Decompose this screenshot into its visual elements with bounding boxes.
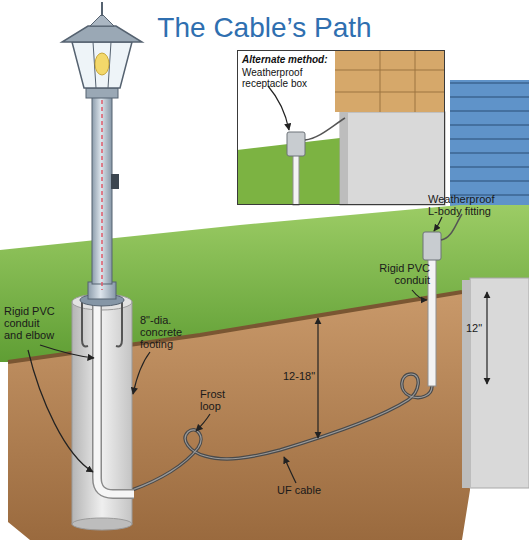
callout-label: 12" xyxy=(466,322,482,334)
lamp-post-part xyxy=(111,174,119,189)
inset-box: Alternate method: Weatherproof receptacle… xyxy=(237,50,445,205)
foundation-part xyxy=(470,278,529,488)
uf-cable xyxy=(132,374,432,490)
uf-cable-part xyxy=(132,374,432,490)
node-text: Weatherproof receptacle box xyxy=(242,67,320,89)
concrete-footing-part xyxy=(116,300,122,346)
soil-cutaway-part xyxy=(8,292,470,540)
concrete-footing-part xyxy=(97,300,134,494)
leader-lines xyxy=(28,86,487,483)
inset-illustration-part xyxy=(340,112,348,205)
lamp-post xyxy=(62,2,142,306)
leader-lines-part xyxy=(434,217,442,231)
leader-lines-part xyxy=(284,457,296,483)
house-conduit xyxy=(423,214,462,386)
inset-illustration-part xyxy=(335,50,445,112)
inset-illustration-part xyxy=(335,92,445,93)
concrete-footing-part xyxy=(82,300,88,346)
soil-cutaway xyxy=(8,292,470,540)
inset-illustration-part xyxy=(305,118,345,140)
callout-label: UF cable xyxy=(277,484,321,496)
uf-cable-part xyxy=(132,374,432,490)
house-conduit-part xyxy=(423,232,441,260)
inset-illustration-part xyxy=(287,132,305,156)
callout-label: Rigid PVC conduit xyxy=(376,262,430,286)
lamp-post-part xyxy=(86,88,118,98)
foundation xyxy=(462,278,529,488)
leader-lines-part xyxy=(28,350,93,472)
leader-lines-part xyxy=(412,290,427,300)
leader-lines-part xyxy=(40,345,94,358)
inset-illustration-part xyxy=(335,70,445,71)
callout-label: Rigid PVC conduit and elbow xyxy=(4,305,58,341)
lamp-post-part xyxy=(101,100,103,290)
house-conduit-part xyxy=(441,214,462,240)
inset-illustration xyxy=(237,50,445,205)
node-text: Alternate method: xyxy=(242,54,362,65)
lamp-post-part xyxy=(72,42,132,88)
leader-lines-part xyxy=(268,86,289,130)
callout-label: 8"-dia. concrete footing xyxy=(140,314,190,350)
lamp-post-part xyxy=(62,26,142,42)
inset-illustration-part xyxy=(293,155,299,205)
callout-label: Frost loop xyxy=(200,388,232,412)
foundation-part xyxy=(462,280,471,488)
inset-illustration-part xyxy=(237,50,445,205)
concrete-footing-part xyxy=(97,300,134,494)
diagram-title: The Cable’s Path xyxy=(0,12,529,44)
concrete-footing-part xyxy=(72,518,132,530)
lamp-post-part xyxy=(95,53,109,75)
inset-illustration-part xyxy=(415,50,416,112)
lamp-post-part xyxy=(101,2,103,16)
leader-lines-part xyxy=(133,352,150,394)
inset-illustration-part xyxy=(380,50,381,112)
callout-label: Weatherproof L-body fitting xyxy=(428,193,502,217)
leader-lines-part xyxy=(486,292,487,384)
callout-label: 12-18" xyxy=(283,370,315,382)
inset-illustration-part xyxy=(340,112,445,205)
leader-lines-part xyxy=(196,414,210,431)
leader-lines-part xyxy=(317,318,318,438)
concrete-footing xyxy=(72,294,134,530)
